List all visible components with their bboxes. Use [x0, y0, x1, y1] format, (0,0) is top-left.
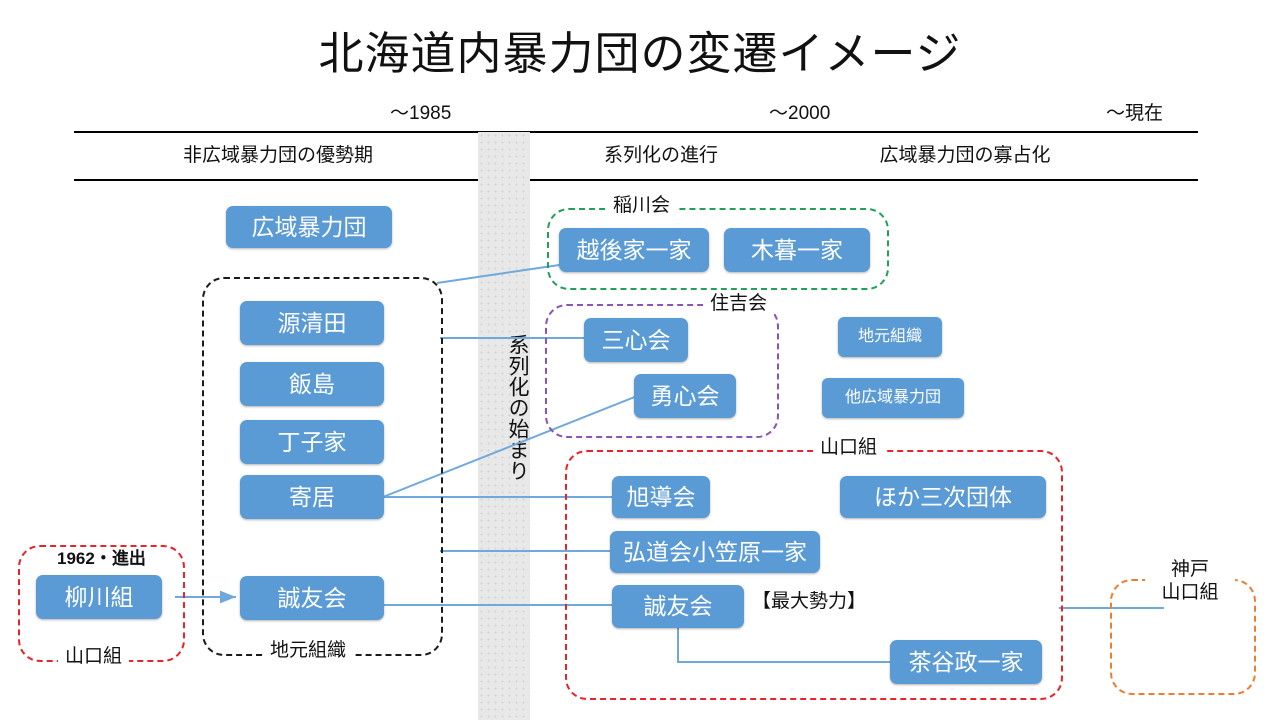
box-kodokai-ogasawara-ikka[interactable]: 弘道会小笠原一家: [610, 531, 820, 573]
box-wide-area-group[interactable]: 広域暴力団: [226, 206, 392, 248]
box-echigoya-ikka[interactable]: 越後家一家: [559, 228, 709, 272]
page-title: 北海道内暴力団の変遷イメージ: [318, 28, 962, 79]
box-motokiyoda[interactable]: 源清田: [240, 301, 384, 345]
box-other-tertiary-groups[interactable]: ほか三次団体: [840, 476, 1046, 518]
box-chataniseiikka[interactable]: 茶谷政一家: [890, 640, 1042, 684]
phase-label-non-wide-area: 非広域暴力団の優勢期: [182, 145, 373, 166]
label-entry-1962: 1962・進出: [50, 548, 153, 570]
kobe-label-line2: 山口組: [1161, 582, 1219, 603]
frame-label-inagawa-kai: 稲川会: [606, 195, 678, 217]
band-label: 系列化の始まり: [506, 334, 529, 481]
box-yanagawa-gumi[interactable]: 柳川組: [36, 575, 162, 619]
header-rule-bottom-right: [530, 179, 1198, 181]
era-label-present: 〜現在: [1106, 103, 1164, 124]
box-yorii[interactable]: 寄居: [240, 475, 384, 519]
frame-sumiyoshi-kai: [545, 304, 779, 438]
era-label-2000: 〜2000: [769, 103, 831, 124]
box-local-organization[interactable]: 地元組織: [838, 317, 942, 357]
box-yushinkai[interactable]: 勇心会: [634, 374, 736, 418]
box-seiyukai-left[interactable]: 誠友会: [240, 576, 384, 620]
box-kyokudokai[interactable]: 旭導会: [612, 476, 710, 518]
frame-label-kobe-yamaguchi-gumi: 神戸 山口組: [1145, 558, 1235, 604]
label-strongest-force: 【最大勢力】: [752, 591, 867, 612]
kobe-label-line1: 神戸: [1170, 559, 1209, 580]
box-other-wide-area-group[interactable]: 他広域暴力団: [822, 378, 964, 418]
box-kogure-ikka[interactable]: 木暮一家: [724, 228, 870, 272]
frame-label-sumiyoshi-kai: 住吉会: [703, 293, 775, 315]
box-choshiya[interactable]: 丁子家: [240, 420, 384, 464]
phase-label-oligopoly: 広域暴力団の寡占化: [879, 145, 1051, 166]
header-rule-bottom-left: [74, 179, 478, 181]
box-sanshinkai[interactable]: 三心会: [584, 318, 688, 362]
box-iijima[interactable]: 飯島: [240, 362, 384, 406]
header-rule-top: [74, 131, 1198, 133]
frame-label-yamaguchi-gumi-left: 山口組: [58, 646, 130, 668]
box-seiyukai-right[interactable]: 誠友会: [612, 585, 744, 628]
frame-inagawa-kai: [547, 208, 889, 290]
frame-label-local-organizations: 地元組織: [263, 640, 354, 662]
era-label-1985: 〜1985: [390, 103, 452, 124]
frame-label-yamaguchi-gumi-right: 山口組: [813, 437, 885, 459]
phase-label-affiliation: 系列化の進行: [603, 145, 718, 166]
